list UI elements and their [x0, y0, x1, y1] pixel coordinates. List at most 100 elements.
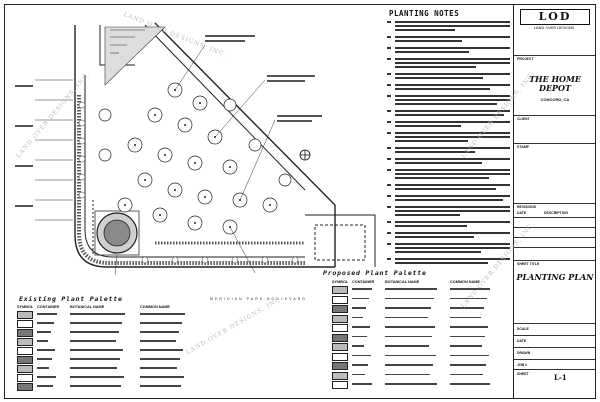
note-text-line	[395, 195, 510, 197]
note-text-line	[395, 88, 490, 90]
palette-header-container: CONTAINER	[37, 305, 60, 309]
palette-symbol-swatch	[17, 356, 33, 364]
palette-row-text	[70, 331, 119, 333]
palette-symbol-swatch	[17, 329, 33, 337]
note-text-line	[395, 25, 510, 27]
sheet-title: PLANTING PLAN	[516, 272, 594, 282]
project-label: PROJECT	[517, 57, 534, 61]
note-number-mark	[387, 232, 391, 234]
firm-logo: LOD	[520, 9, 590, 25]
note-number-mark	[387, 258, 391, 260]
note-number-mark	[387, 58, 391, 60]
palette-row-text	[37, 313, 57, 315]
palette-row-text	[37, 358, 52, 360]
palette-row-text	[140, 367, 177, 369]
proposed-header-symbol: SYMBOL	[332, 280, 349, 284]
note-text-line	[395, 162, 482, 164]
drawn-label: DRAWN	[517, 351, 531, 355]
sheet-title-label: SHEET TITLE	[517, 262, 540, 266]
palette-row-text	[450, 364, 486, 366]
note-text-line	[395, 62, 510, 64]
palette-row-text	[450, 345, 482, 347]
note-text-line	[395, 103, 497, 105]
note-number-mark	[387, 95, 391, 97]
note-number-mark	[387, 84, 391, 86]
client-name: THE HOME DEPOT	[529, 74, 581, 93]
palette-row-text	[37, 367, 49, 369]
palette-row-text	[70, 367, 117, 369]
note-number-mark	[387, 195, 391, 197]
note-number-mark	[387, 243, 391, 245]
palette-row-text	[37, 349, 55, 351]
palette-row-text	[352, 364, 368, 366]
palette-symbol-swatch	[332, 305, 348, 313]
palette-row-text	[450, 383, 490, 385]
palette-row-text	[352, 354, 371, 356]
palette-row-text	[450, 335, 485, 337]
palette-row-text	[352, 316, 363, 318]
palette-header-symbol: SYMBOL	[17, 305, 34, 309]
proposed-header-container: CONTAINER	[352, 280, 375, 284]
proposed-header-botanical: BOTANICAL NAME	[385, 280, 420, 284]
palette-symbol-swatch	[332, 295, 348, 304]
palette-row-text	[385, 326, 435, 328]
palette-symbol-swatch	[332, 324, 348, 332]
palette-row-text	[450, 297, 487, 299]
note-text-line	[395, 151, 475, 153]
palette-row-text	[385, 288, 437, 290]
note-text-line	[395, 232, 510, 234]
palette-row-text	[352, 288, 372, 290]
palette-row-text	[385, 297, 434, 299]
palette-header-common: COMMON NAME	[140, 305, 170, 309]
note-text-line	[395, 47, 510, 49]
palette-symbol-swatch	[332, 286, 348, 294]
palette-symbol-swatch	[332, 371, 348, 380]
palette-row-text	[70, 340, 116, 342]
palette-row-text	[450, 288, 490, 290]
note-text-line	[395, 147, 510, 149]
note-text-line	[395, 184, 510, 186]
palette-row-text	[140, 340, 176, 342]
palette-row-text	[352, 297, 369, 299]
sheet-label: SHEET	[517, 372, 529, 376]
job-label: JOB #	[517, 363, 528, 367]
proposed-plant-palette: SYMBOL CONTAINER BOTANICAL NAME COMMON N…	[330, 280, 510, 395]
note-text-line	[395, 177, 489, 179]
note-text-line	[395, 121, 510, 123]
note-number-mark	[387, 158, 391, 160]
palette-row-text	[385, 345, 429, 347]
note-number-mark	[387, 47, 391, 49]
palette-row-text	[385, 354, 436, 356]
note-text-line	[395, 158, 510, 160]
palette-row-text	[37, 376, 56, 378]
note-text-line	[395, 199, 503, 201]
palette-row-text	[140, 349, 183, 351]
palette-row-text	[385, 316, 428, 318]
note-text-line	[395, 140, 468, 142]
note-number-mark	[387, 73, 391, 75]
revision-date-label: DATE	[517, 211, 527, 215]
note-text-line	[395, 221, 510, 223]
palette-row-text	[385, 373, 430, 375]
note-text-line	[395, 214, 460, 216]
note-text-line	[395, 251, 481, 253]
palette-row-text	[352, 335, 367, 337]
palette-symbol-swatch	[332, 352, 348, 361]
firm-name: LAND OVER DESIGNS	[533, 25, 575, 30]
scale-label: SCALE	[517, 327, 529, 331]
note-text-line	[395, 262, 488, 264]
note-text-line	[395, 99, 510, 101]
palette-row-text	[37, 322, 54, 324]
palette-row-text	[352, 345, 364, 347]
palette-row-text	[450, 326, 488, 328]
palette-row-text	[352, 326, 370, 328]
note-text-line	[395, 206, 510, 208]
palette-row-text	[352, 373, 365, 375]
note-text-line	[395, 125, 461, 127]
existing-palette-title: Existing Plant Palette	[19, 295, 123, 303]
note-number-mark	[387, 110, 391, 112]
proposed-palette-title: Proposed Plant Palette	[323, 269, 427, 277]
palette-row-text	[140, 358, 180, 360]
palette-row-text	[37, 340, 48, 342]
sheet-number: L-1	[554, 373, 567, 382]
